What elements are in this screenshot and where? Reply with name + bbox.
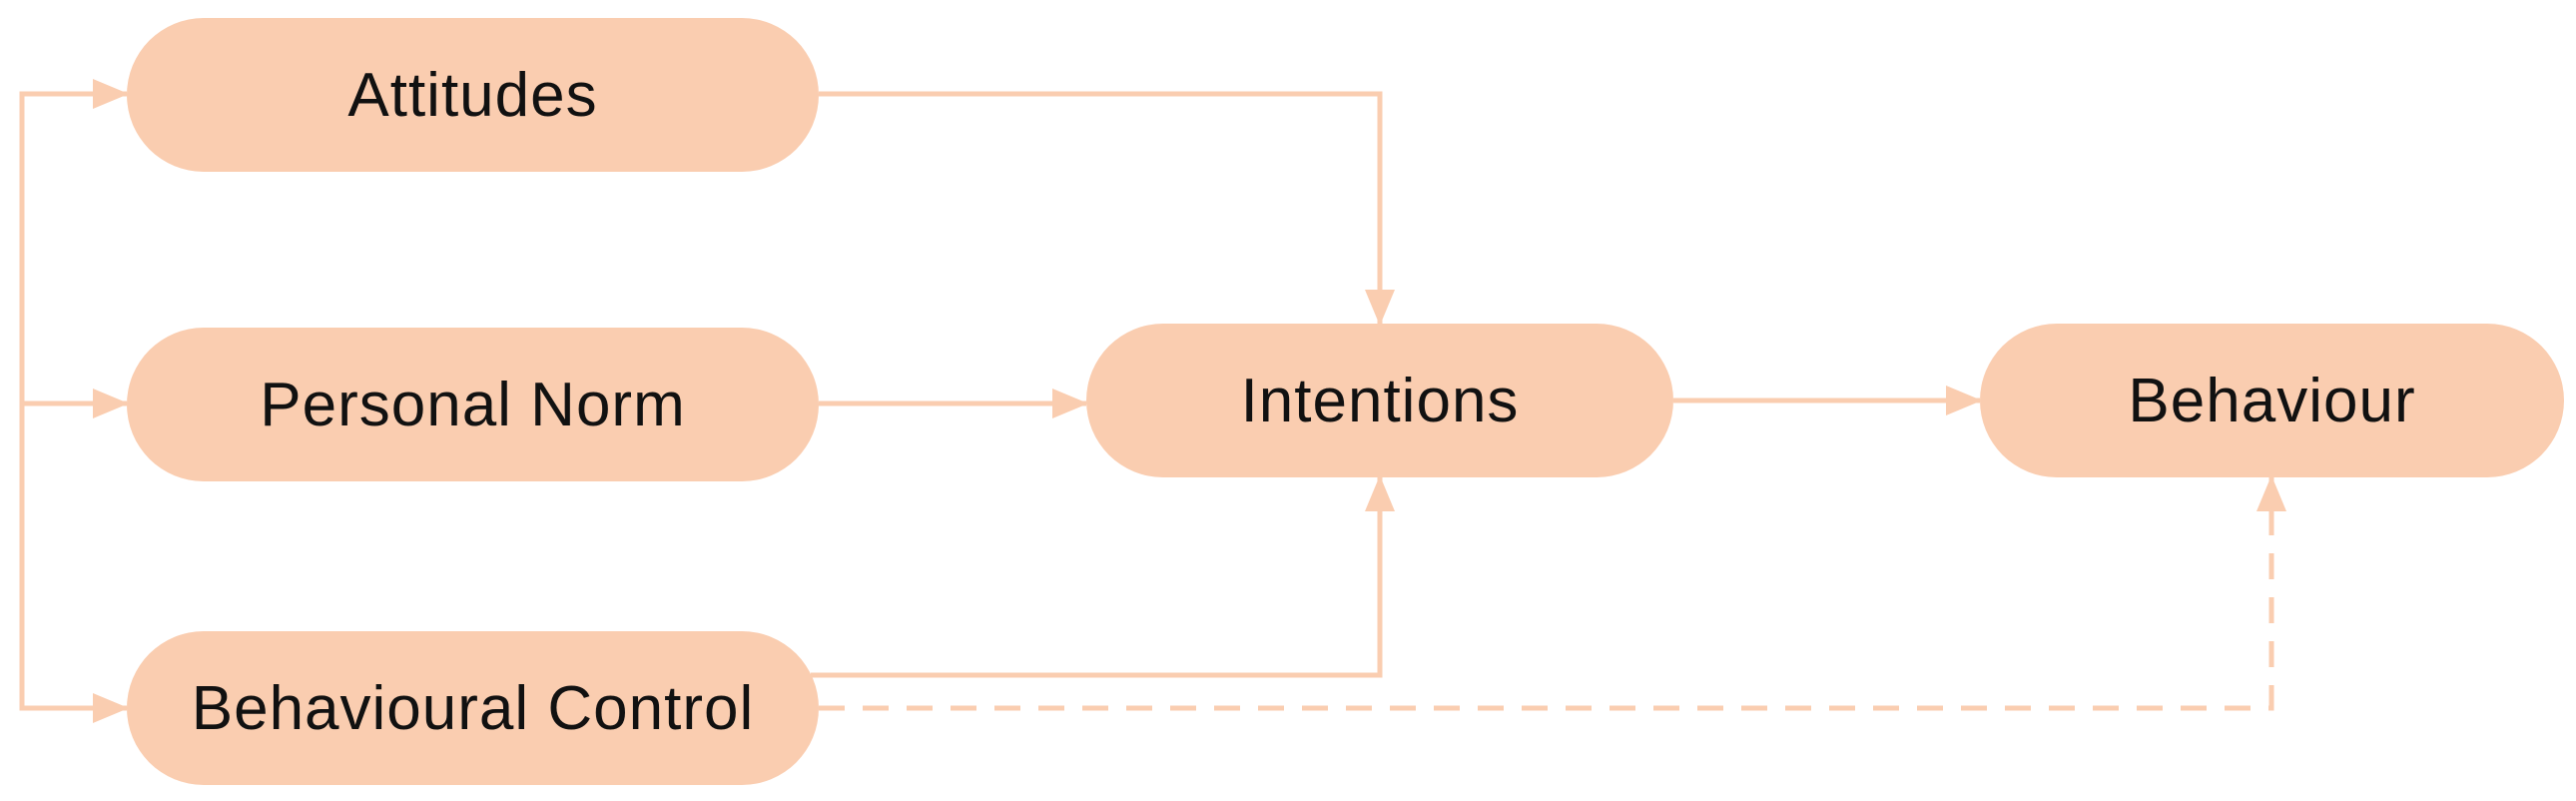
node-personal-norm-label: Personal Norm xyxy=(260,370,686,439)
behavioural-control-to-intentions-arrow xyxy=(811,475,1395,678)
attitudes-to-intentions-arrow xyxy=(819,91,1395,326)
behavioural-control-to-behaviour-dashed-arrow xyxy=(819,475,2286,711)
node-attitudes-label: Attitudes xyxy=(347,60,598,130)
node-behaviour: Behaviour xyxy=(1980,324,2564,477)
node-intentions: Intentions xyxy=(1086,324,1673,477)
node-intentions-label: Intentions xyxy=(1240,366,1520,435)
node-behavioural-control-label: Behavioural Control xyxy=(191,673,755,743)
node-behaviour-label: Behaviour xyxy=(2128,366,2416,435)
node-personal-norm: Personal Norm xyxy=(127,328,819,481)
node-attitudes: Attitudes xyxy=(127,18,819,172)
node-behavioural-control: Behavioural Control xyxy=(127,631,819,785)
